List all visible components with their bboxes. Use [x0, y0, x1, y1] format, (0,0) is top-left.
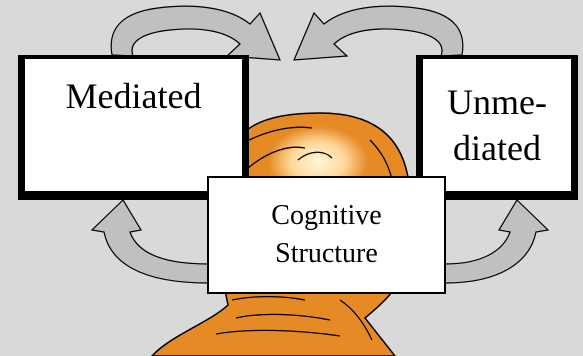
unmediated-label-line1: Unme- — [447, 82, 547, 122]
cognitive-label-line1: Cognitive — [271, 200, 382, 231]
cognitive-label-line2: Structure — [275, 238, 378, 269]
unmediated-box: Unme- diated — [416, 55, 578, 200]
curved-arrow-icon — [444, 199, 550, 284]
curved-arrow-icon — [90, 199, 209, 284]
unmediated-label-line2: diated — [453, 128, 541, 168]
mediated-box: Mediated — [18, 55, 249, 200]
curved-arrow-icon — [293, 5, 464, 61]
mediated-label: Mediated — [65, 76, 202, 116]
curved-arrow-icon — [110, 5, 281, 61]
cognitive-structure-box: Cognitive Structure — [207, 176, 446, 294]
